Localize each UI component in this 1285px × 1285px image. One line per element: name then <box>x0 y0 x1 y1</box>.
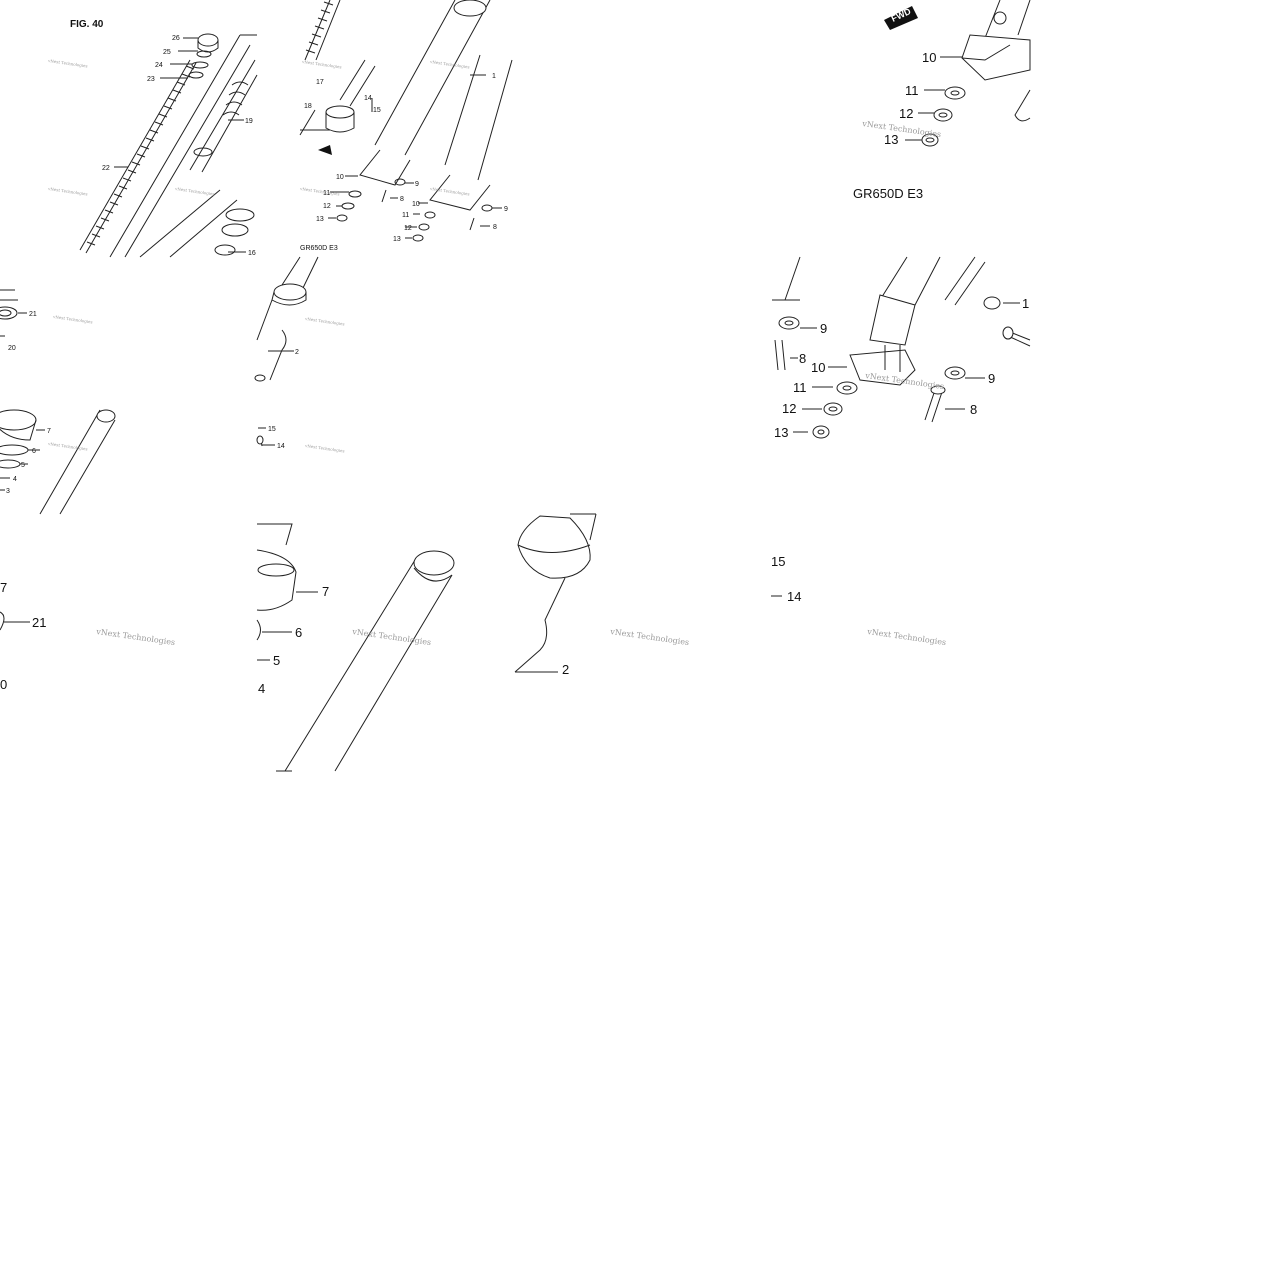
tile-overview-left: FIG. 40 26 25 24 23 22 19 16 vNext Techn… <box>47 19 258 258</box>
part-number-callout: 1 <box>492 73 496 80</box>
part-number-callout: 9 <box>415 181 419 188</box>
figure-label: FIG. 40 <box>70 19 104 30</box>
part-number-callout: 21 <box>29 311 37 318</box>
part-number-callout: 21 <box>32 615 46 630</box>
part-number-callout: 11 <box>905 83 919 98</box>
part-number-callout: 25 <box>163 49 171 56</box>
watermark-text: vNext Technologies <box>301 59 342 70</box>
tile-center-middle: 2 15 14 vNext Technologies vNext Technol… <box>254 256 345 454</box>
part-number-callout: 22 <box>102 165 110 172</box>
part-number-callout: 7 <box>47 428 51 435</box>
watermark-text: vNext Technologies <box>304 316 345 327</box>
part-number-callout: 17 <box>316 79 324 86</box>
part-number-callout: 10 <box>811 360 825 375</box>
part-number-callout: 15 <box>771 554 785 569</box>
part-number-callout: 10 <box>922 50 936 65</box>
part-number-callout: 8 <box>970 402 977 417</box>
tile-left-middle: 21 20 7 6 5 4 3 vNext Technologies vNext… <box>0 289 116 515</box>
part-number-callout: 14 <box>364 95 372 102</box>
part-number-callout: 6 <box>295 625 302 640</box>
fwd-arrow-icon <box>884 6 918 30</box>
part-number-callout: 9 <box>820 321 827 336</box>
part-number-callout: 11 <box>793 380 807 395</box>
tile-bottom-right: 15 14 vNext Technologies <box>771 554 947 647</box>
part-number-callout: 2 <box>295 349 299 356</box>
part-number-callout: 15 <box>373 107 381 114</box>
part-number-callout: 12 <box>323 203 331 210</box>
part-number-callout: 14 <box>787 589 801 604</box>
part-number-callout: 16 <box>248 250 256 257</box>
part-number-callout: 4 <box>258 681 265 696</box>
part-number-callout: 6 <box>32 448 36 455</box>
watermark-text: vNext Technologies <box>304 443 345 454</box>
part-number-callout: 2 <box>562 662 569 677</box>
watermark-text: vNext Technologies <box>299 186 340 197</box>
part-number-callout: 4 <box>13 476 17 483</box>
part-number-callout: 24 <box>155 62 163 69</box>
part-number-callout: 13 <box>393 236 401 243</box>
part-number-callout: 0 <box>0 677 7 692</box>
part-number-callout: 11 <box>323 190 330 197</box>
watermark-text: vNext Technologies <box>174 186 215 197</box>
part-number-callout: 13 <box>884 132 898 147</box>
watermark-text: vNext Technologies <box>609 627 690 647</box>
part-number-callout: 12 <box>404 225 412 232</box>
part-number-callout: 5 <box>273 653 280 668</box>
part-number-callout: 8 <box>400 196 404 203</box>
part-number-callout: 13 <box>774 425 788 440</box>
part-number-callout: 9 <box>504 206 508 213</box>
part-number-callout: 8 <box>799 351 806 366</box>
part-number-callout: 23 <box>147 76 155 83</box>
part-number-callout: 3 <box>6 488 10 495</box>
watermark-text: vNext Technologies <box>52 314 93 325</box>
part-number-callout: 15 <box>268 426 276 433</box>
part-number-callout: 7 <box>322 584 329 599</box>
part-number-callout: 18 <box>304 103 312 110</box>
tile-bottom-left: 7 21 0 vNext Technologies <box>0 580 176 692</box>
tile-right-middle: 9 8 10 11 12 13 9 8 1 vNext Technologies <box>772 256 1031 440</box>
part-number-callout: 13 <box>316 216 324 223</box>
part-number-callout: 10 <box>336 174 344 181</box>
model-code: GR650D E3 <box>853 186 923 201</box>
watermark-text: vNext Technologies <box>429 59 470 70</box>
tile-overview-right: 17 18 14 15 1 10 9 11 12 13 8 10 11 9 12… <box>299 0 513 252</box>
part-number-callout: 10 <box>412 201 420 208</box>
part-number-callout: 19 <box>245 118 253 125</box>
part-number-callout: 14 <box>277 443 285 450</box>
fwd-arrow-icon <box>318 145 332 155</box>
part-number-callout: 12 <box>899 106 913 121</box>
part-number-callout: 12 <box>782 401 796 416</box>
tile-zoom-top-right: FWD 10 11 12 13 GR650D E3 vNext Technolo… <box>853 0 1031 201</box>
part-number-callout: 11 <box>402 212 409 219</box>
part-number-callout: 5 <box>21 462 25 469</box>
fork-cap <box>197 33 219 47</box>
part-number-callout: 1 <box>1022 296 1029 311</box>
part-number-callout: 7 <box>0 580 7 595</box>
watermark-text: vNext Technologies <box>47 441 88 452</box>
watermark-text: vNext Technologies <box>861 119 942 139</box>
part-number-callout: 9 <box>988 371 995 386</box>
watermark-text: vNext Technologies <box>95 627 176 647</box>
watermark-text: vNext Technologies <box>47 186 88 197</box>
model-code-small: GR650D E3 <box>300 245 338 252</box>
part-number-callout: 20 <box>8 345 16 352</box>
watermark-text: vNext Technologies <box>866 627 947 647</box>
part-number-callout: 8 <box>493 224 497 231</box>
watermark-text: vNext Technologies <box>47 58 88 69</box>
tile-bottom-center-left: 7 6 5 4 vNext Technologies <box>256 523 455 772</box>
part-number-callout: 26 <box>172 35 180 42</box>
watermark-text: vNext Technologies <box>429 186 470 197</box>
fork-spring <box>79 59 197 254</box>
tile-bottom-center-right: 2 vNext Technologies <box>514 513 690 677</box>
